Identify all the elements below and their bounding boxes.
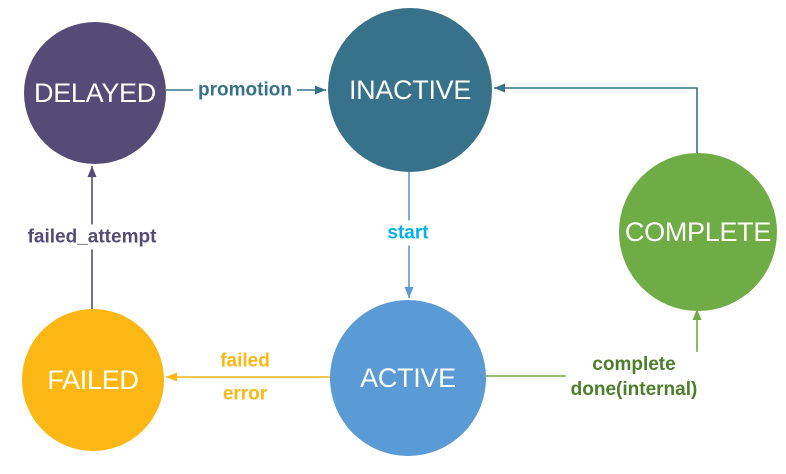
state-node-label: ACTIVE	[360, 362, 456, 393]
transition-label-failed: failed	[220, 348, 270, 373]
transition-label-line: error	[222, 383, 268, 405]
transition-label-line: done(internal)	[570, 379, 698, 400]
arrowhead-icon-delayed-to-inactive	[315, 85, 326, 95]
transition-label-line: promotion	[198, 79, 292, 101]
arrowhead-icon-active-to-complete	[692, 309, 702, 320]
transition-label-start: start	[382, 220, 434, 246]
transition-label-line: complete	[592, 353, 676, 375]
transition-label-line: failed	[220, 350, 270, 372]
state-node-complete: COMPLETE	[619, 153, 777, 311]
transition-edge-complete-to-inactive	[494, 87, 698, 153]
state-node-label: COMPLETE	[624, 216, 772, 247]
transition-label-complete-done: complete done(internal)	[565, 351, 703, 403]
transition-label-promotion: promotion	[193, 77, 297, 103]
transition-label-line: start	[387, 222, 429, 244]
state-node-label: FAILED	[47, 364, 139, 395]
arrowhead-icon-inactive-to-active	[404, 287, 414, 298]
arrowhead-icon-complete-to-inactive	[494, 83, 505, 93]
arrowhead-icon-active-to-failed	[166, 372, 177, 382]
state-node-active: ACTIVE	[330, 300, 486, 456]
state-node-failed: FAILED	[22, 309, 164, 451]
state-node-delayed: DELAYED	[24, 22, 166, 164]
transition-label-line: failed_attempt	[27, 226, 157, 248]
arrowhead-icon-failed-to-delayed	[87, 166, 97, 177]
transition-label-failed-attempt: failed_attempt	[22, 224, 162, 250]
transition-label-error: error	[223, 381, 267, 406]
state-node-label: INACTIVE	[348, 74, 472, 105]
state-node-label: DELAYED	[34, 77, 156, 108]
state-node-inactive: INACTIVE	[328, 8, 492, 172]
